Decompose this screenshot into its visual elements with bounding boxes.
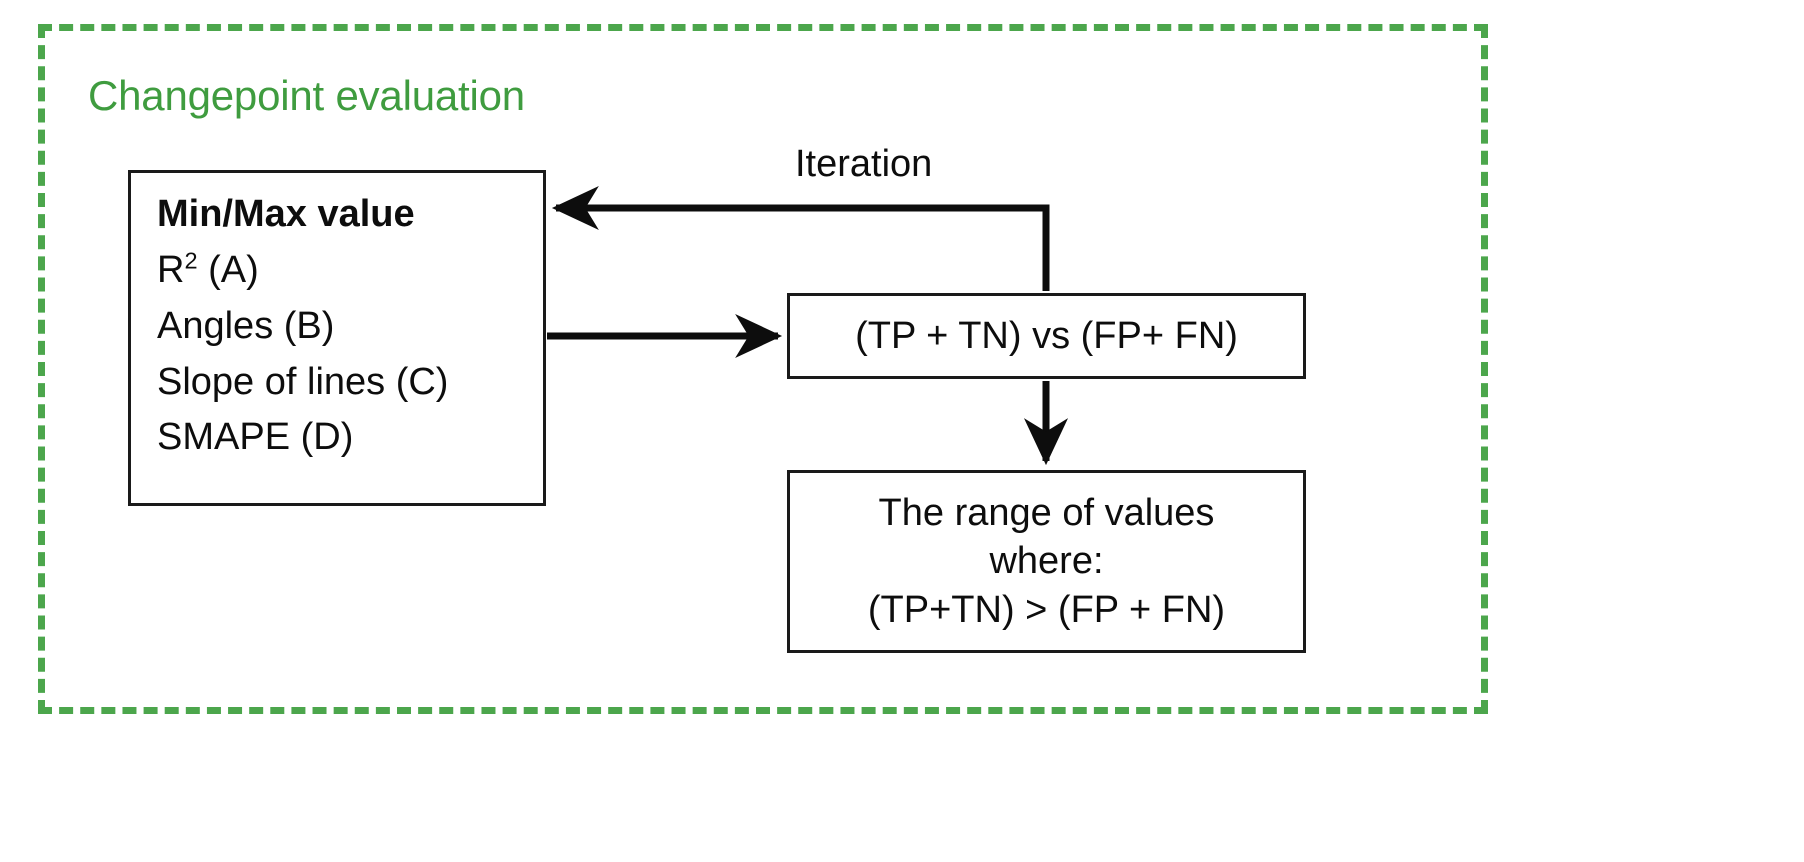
r-squared-base: R	[157, 248, 185, 291]
range-box-line-3: (TP+TN) > (FP + FN)	[867, 588, 1226, 631]
range-box-line-2: where:	[989, 540, 1104, 583]
criteria-line-min-max: Min/Max value	[157, 193, 415, 235]
comparison-box: (TP + TN) vs (FP+ FN)	[787, 293, 1306, 379]
r-squared-tail: (A)	[197, 248, 259, 291]
evaluation-group-frame	[38, 24, 1488, 714]
criteria-line-r-squared: R2 (A)	[157, 243, 543, 299]
iteration-edge-label: Iteration	[795, 143, 933, 185]
criteria-line-slope: Slope of lines (C)	[157, 360, 449, 403]
criteria-line-angles: Angles (B)	[157, 304, 335, 347]
r-squared-exponent: 2	[184, 247, 198, 274]
criteria-line-smape: SMAPE (D)	[157, 416, 354, 459]
range-box-line-1: The range of values	[878, 491, 1215, 534]
frame-title: Changepoint evaluation	[88, 72, 525, 119]
comparison-box-text: (TP + TN) vs (FP+ FN)	[855, 314, 1238, 357]
criteria-box: Min/Max value R2 (A) Angles (B) Slope of…	[128, 170, 546, 506]
range-box: The range of values where: (TP+TN) > (FP…	[787, 470, 1306, 653]
